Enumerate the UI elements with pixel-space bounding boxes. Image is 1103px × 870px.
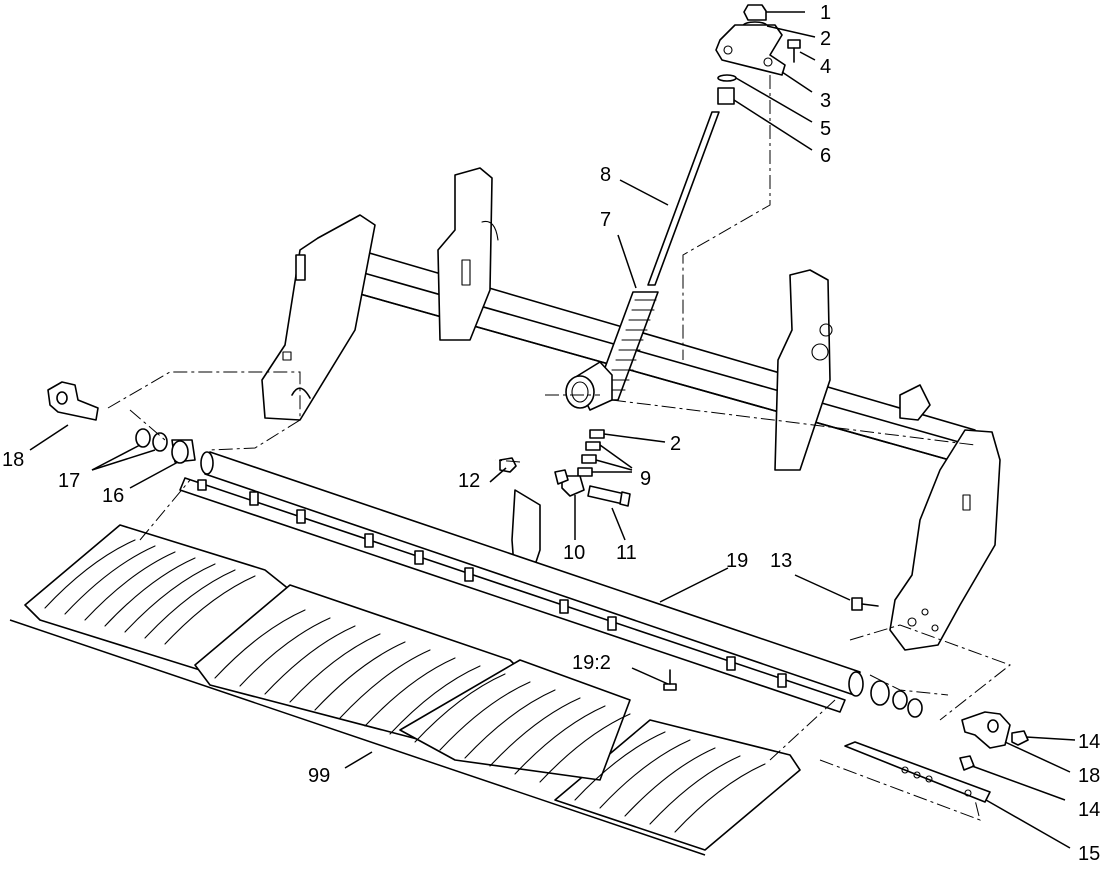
tine-combs xyxy=(24,524,801,851)
callout-2-top: 2 xyxy=(820,28,831,50)
callout-18-left: 18 xyxy=(2,449,24,471)
callout-5: 5 xyxy=(820,118,831,140)
callout-3: 3 xyxy=(820,90,831,112)
callout-15: 15 xyxy=(1078,843,1100,865)
callout-9: 9 xyxy=(640,468,651,490)
callout-17: 17 xyxy=(58,470,80,492)
callout-13: 13 xyxy=(770,550,792,572)
callout-1: 1 xyxy=(820,2,831,24)
callout-8: 8 xyxy=(600,164,611,186)
left-end-parts xyxy=(47,381,196,464)
callout-12: 12 xyxy=(458,470,480,492)
callout-16: 16 xyxy=(102,485,124,507)
callout-19: 19 xyxy=(726,550,748,572)
main-frame xyxy=(261,167,1001,651)
front-shaft xyxy=(179,451,879,713)
callout-18-right: 18 xyxy=(1078,765,1100,787)
leader-lines xyxy=(9,11,1076,856)
spring-rod-assembly xyxy=(499,4,801,507)
alignment-lines xyxy=(107,75,1012,821)
callout-99: 99 xyxy=(308,765,330,787)
callout-10: 10 xyxy=(563,542,585,564)
callout-11: 11 xyxy=(616,542,637,564)
callout-14-bottom: 14 xyxy=(1078,799,1100,821)
callout-6: 6 xyxy=(820,145,831,167)
callout-7: 7 xyxy=(600,209,611,231)
callout-14-top: 14 xyxy=(1078,731,1100,753)
callout-4: 4 xyxy=(820,56,831,78)
callout-19-2: 19:2 xyxy=(572,652,611,674)
callout-2-mid: 2 xyxy=(670,433,681,455)
right-end-parts xyxy=(844,680,1029,803)
